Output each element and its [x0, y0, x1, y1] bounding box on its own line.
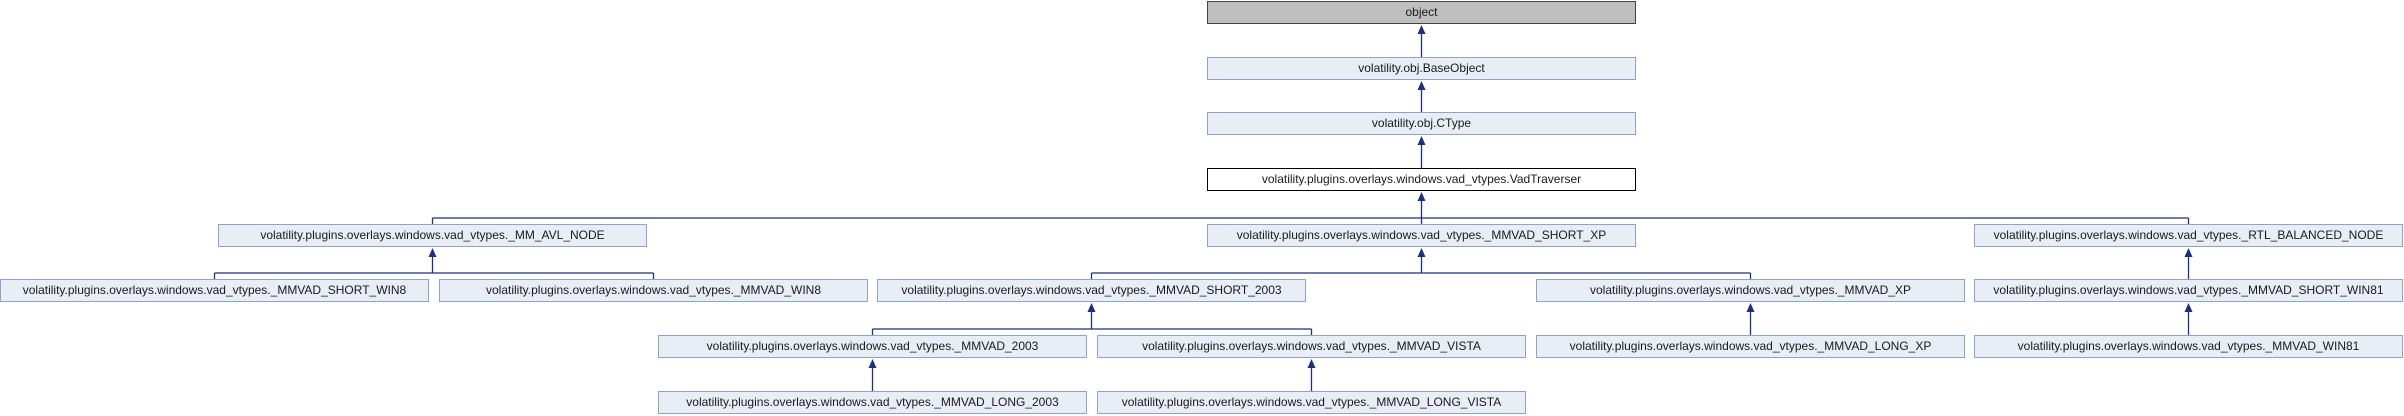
class-node-mmvad-short-2003[interactable]: volatility.plugins.overlays.windows.vad_… — [877, 279, 1306, 302]
edge-arrowhead-base_object — [1417, 81, 1426, 90]
class-node-mmvad-short-win81[interactable]: volatility.plugins.overlays.windows.vad_… — [1974, 279, 2403, 302]
edge-arrowhead-ctype — [1417, 136, 1426, 145]
class-node-object[interactable]: object — [1207, 1, 1636, 24]
edge-arrowhead-mm_avl_node — [428, 248, 437, 257]
class-node-mmvad-vista[interactable]: volatility.plugins.overlays.windows.vad_… — [1097, 335, 1526, 358]
edge-arrowhead-mmvad_short_win81 — [2184, 303, 2193, 312]
class-node-mmvad-short-win8[interactable]: volatility.plugins.overlays.windows.vad_… — [0, 279, 429, 302]
class-node-mmvad-xp[interactable]: volatility.plugins.overlays.windows.vad_… — [1536, 279, 1965, 302]
class-node-vad-traverser[interactable]: volatility.plugins.overlays.windows.vad_… — [1207, 168, 1636, 191]
class-node-ctype[interactable]: volatility.obj.CType — [1207, 112, 1636, 135]
class-node-mm-avl-node[interactable]: volatility.plugins.overlays.windows.vad_… — [218, 224, 647, 247]
edge-arrowhead-mmvad_short_2003 — [1087, 303, 1096, 312]
edge-arrowhead-mmvad_vista — [1307, 359, 1316, 368]
edge-arrowhead-rtl_balanced_node — [2184, 248, 2193, 257]
class-node-mmvad-2003[interactable]: volatility.plugins.overlays.windows.vad_… — [658, 335, 1087, 358]
edge-arrowhead-mmvad_short_xp — [1417, 248, 1426, 257]
class-node-mmvad-long-vista[interactable]: volatility.plugins.overlays.windows.vad_… — [1097, 391, 1526, 414]
class-node-rtl-balanced-node[interactable]: volatility.plugins.overlays.windows.vad_… — [1974, 224, 2403, 247]
edge-arrowhead-mmvad_xp — [1746, 303, 1755, 312]
class-node-mmvad-win8[interactable]: volatility.plugins.overlays.windows.vad_… — [439, 279, 868, 302]
class-node-mmvad-win81[interactable]: volatility.plugins.overlays.windows.vad_… — [1974, 335, 2403, 358]
class-node-base-object[interactable]: volatility.obj.BaseObject — [1207, 57, 1636, 80]
class-node-mmvad-short-xp[interactable]: volatility.plugins.overlays.windows.vad_… — [1207, 224, 1636, 247]
edge-arrowhead-vad_traverser — [1417, 192, 1426, 201]
class-node-mmvad-long-xp[interactable]: volatility.plugins.overlays.windows.vad_… — [1536, 335, 1965, 358]
edge-arrowhead-mmvad_2003 — [868, 359, 877, 368]
class-node-mmvad-long-2003[interactable]: volatility.plugins.overlays.windows.vad_… — [658, 391, 1087, 414]
edge-arrowhead-object — [1417, 25, 1426, 34]
